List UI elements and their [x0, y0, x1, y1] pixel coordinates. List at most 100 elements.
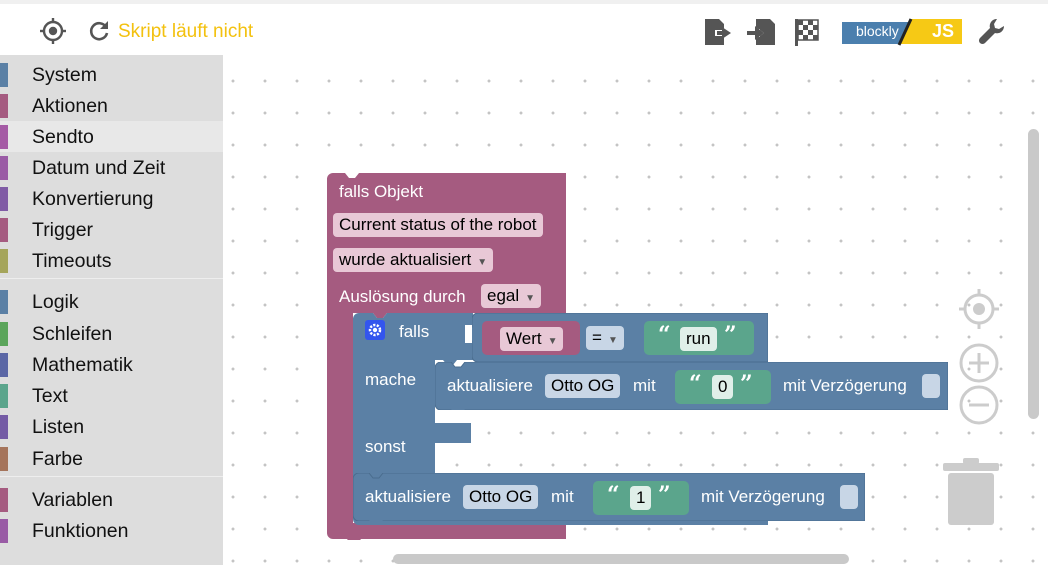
category-color-bar [0, 63, 8, 87]
category-color-bar [0, 415, 8, 439]
category-color-bar [0, 488, 8, 512]
update-object-field[interactable]: Otto OG [463, 485, 539, 509]
open-quote-icon: “ [689, 371, 702, 397]
update-object-field[interactable]: Otto OG [545, 374, 621, 398]
category-label: Datum und Zeit [32, 157, 166, 179]
category-timeouts[interactable]: Timeouts [0, 245, 223, 276]
update-label: aktualisiere [447, 376, 533, 395]
category-color-bar [0, 249, 8, 273]
category-color-bar [0, 353, 8, 377]
category-label: Schleifen [32, 323, 113, 345]
category-separator [0, 476, 223, 477]
text-value-field[interactable]: run [680, 327, 717, 351]
wrench-icon[interactable] [976, 16, 1008, 48]
update-label: aktualisiere [365, 487, 451, 506]
variable-dropdown[interactable]: Wert ▼ [500, 327, 564, 351]
gear-icon[interactable] [365, 320, 385, 340]
trigger-block[interactable]: falls Objekt Current status of the robot… [327, 173, 566, 540]
category-color-bar [0, 125, 8, 149]
category-label: Farbe [32, 448, 83, 470]
category-label: Variablen [32, 489, 113, 511]
update-with-label: mit [551, 487, 574, 506]
operator-value: = [592, 328, 602, 347]
horizontal-scrollbar[interactable] [393, 554, 849, 564]
category-label: Listen [32, 416, 85, 438]
category-label: Sendto [32, 126, 94, 148]
trigger-by-dropdown[interactable]: egal ▼ [481, 284, 542, 308]
do-label: mache [365, 370, 417, 389]
variable-value: Wert [506, 329, 542, 348]
category-logik[interactable]: Logik [0, 286, 223, 317]
category-color-bar [0, 187, 8, 211]
category-color-bar [0, 94, 8, 118]
toolbar: Skript läuft nicht blockly JS [0, 0, 1048, 55]
close-quote-icon: ” [658, 482, 671, 508]
delay-checkbox[interactable] [922, 374, 940, 398]
zoom-out-icon[interactable] [959, 385, 999, 425]
condition-dropdown[interactable]: wurde aktualisiert▼ [333, 248, 494, 272]
category-funktionen[interactable]: Funktionen [0, 515, 223, 546]
delay-label: mit Verzögerung [701, 487, 825, 506]
update-block-after[interactable]: aktualisiere Otto OG mit “ 1 ” mit Verzö… [353, 473, 865, 521]
delay-label: mit Verzögerung [783, 376, 907, 395]
category-color-bar [0, 218, 8, 242]
badge-js-text: JS [932, 21, 955, 41]
close-quote-icon: ” [740, 371, 753, 397]
category-color-bar [0, 322, 8, 346]
update-value-field[interactable]: 0 [712, 375, 734, 399]
category-konvertierung[interactable]: Konvertierung [0, 183, 223, 214]
close-quote-icon: ” [724, 322, 737, 348]
operator-dropdown[interactable]: =▼ [586, 326, 624, 350]
category-schleifen[interactable]: Schleifen [0, 318, 223, 349]
toolbox-sidebar: System Aktionen Sendto Datum und Zeit Ko… [0, 55, 223, 565]
category-trigger[interactable]: Trigger [0, 214, 223, 245]
category-farbe[interactable]: Farbe [0, 443, 223, 474]
dropdown-arrow-icon: ▼ [607, 335, 618, 346]
export-icon[interactable] [702, 16, 734, 48]
trigger-by-label: Auslösung durch [339, 287, 466, 306]
category-label: Funktionen [32, 520, 129, 542]
if-label: falls [399, 322, 430, 341]
update-with-label: mit [633, 376, 656, 395]
dropdown-arrow-icon: ▼ [525, 293, 536, 304]
refresh-icon[interactable] [86, 18, 112, 44]
update-block-then[interactable]: aktualisiere Otto OG mit “ 0 ” mit Verzö… [435, 362, 948, 410]
category-color-bar [0, 519, 8, 543]
import-icon[interactable] [746, 16, 778, 48]
category-label: Konvertierung [32, 188, 154, 210]
dropdown-arrow-icon: ▼ [547, 336, 558, 347]
category-label: Logik [32, 291, 79, 313]
checkered-flag-icon[interactable] [792, 16, 824, 48]
object-name-field[interactable]: Current status of the robot [333, 213, 543, 237]
trigger-by-value: egal [487, 286, 520, 305]
update-value-field[interactable]: 1 [630, 486, 652, 510]
category-label: Mathematik [32, 354, 133, 376]
category-system[interactable]: System [0, 59, 223, 90]
script-status-text: Skript läuft nicht [118, 21, 254, 42]
category-label: Text [32, 385, 68, 407]
blockly-js-badge: blockly JS [838, 18, 964, 46]
crosshair-icon[interactable] [38, 16, 68, 46]
zoom-in-icon[interactable] [959, 343, 999, 383]
else-label: sonst [365, 437, 406, 456]
category-text[interactable]: Text [0, 380, 223, 411]
compare-block[interactable]: Wert▼ =▼ “ run ” [472, 313, 768, 362]
dropdown-arrow-icon: ▼ [477, 257, 488, 268]
category-sendto[interactable]: Sendto [0, 121, 223, 152]
open-quote-icon: “ [607, 482, 620, 508]
category-color-bar [0, 156, 8, 180]
open-quote-icon: “ [658, 322, 671, 348]
category-mathematik[interactable]: Mathematik [0, 349, 223, 380]
trash-icon[interactable] [943, 456, 999, 528]
category-color-bar [0, 447, 8, 471]
delay-checkbox[interactable] [840, 485, 858, 509]
recenter-icon[interactable] [959, 289, 999, 329]
category-label: Trigger [32, 219, 94, 241]
category-label: System [32, 64, 98, 86]
vertical-scrollbar[interactable] [1028, 129, 1039, 419]
badge-blockly-text: blockly [856, 23, 899, 39]
category-listen[interactable]: Listen [0, 411, 223, 442]
category-variablen[interactable]: Variablen [0, 484, 223, 515]
category-aktionen[interactable]: Aktionen [0, 90, 223, 121]
category-datum-und-zeit[interactable]: Datum und Zeit [0, 152, 223, 183]
